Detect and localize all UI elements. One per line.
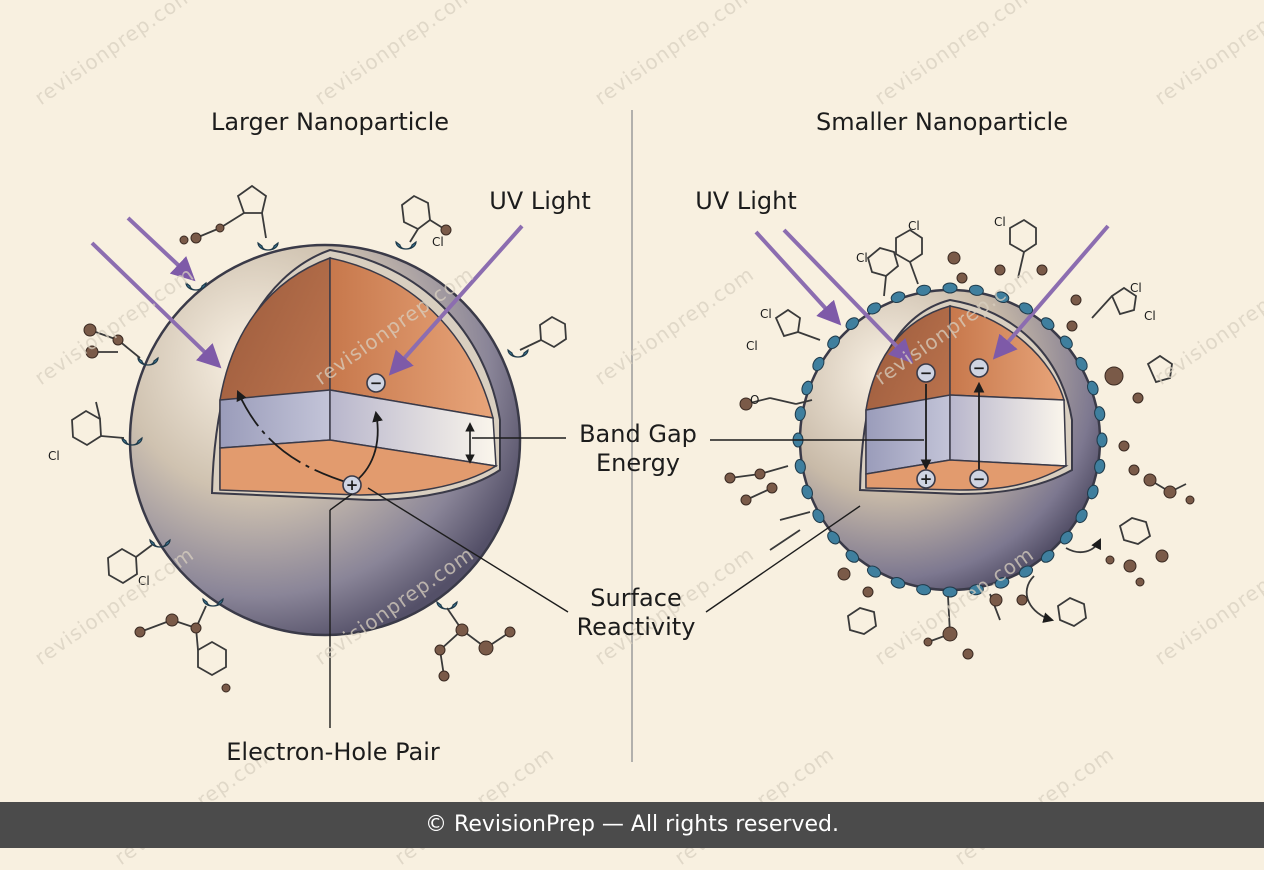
surface-line-2: Reactivity <box>576 613 696 641</box>
small-ligand-ring <box>792 282 1108 598</box>
svg-text:Cl: Cl <box>1144 309 1156 323</box>
ligand-cap <box>1059 530 1073 545</box>
ligand-cap <box>1059 335 1073 350</box>
large-electron: − <box>366 373 386 393</box>
svg-text:Cl: Cl <box>746 339 758 353</box>
ligand-cap <box>942 586 958 598</box>
ligand-cap <box>1040 549 1055 563</box>
large-uv-arrow-1 <box>126 216 196 282</box>
ligand-cap <box>801 484 813 500</box>
ligand-cap <box>942 282 958 294</box>
svg-text:−: − <box>370 374 383 392</box>
title-larger-nanoparticle: Larger Nanoparticle <box>210 108 450 136</box>
ligand-cap <box>866 302 882 315</box>
small-nanoparticle: − − + − <box>724 215 1195 660</box>
svg-text:Cl: Cl <box>994 215 1006 229</box>
large-core-bottom <box>219 439 499 496</box>
band-gap-line-1: Band Gap <box>579 420 697 448</box>
small-uv-arrow-2 <box>782 228 914 364</box>
small-band-gap-side <box>949 394 1067 467</box>
ligand-cap <box>916 284 932 296</box>
svg-text:−: − <box>920 364 933 382</box>
small-core-bottom <box>865 459 1069 491</box>
ligand-cap <box>866 565 882 578</box>
svg-text:Cl: Cl <box>138 574 150 588</box>
svg-text:Cl: Cl <box>432 235 444 249</box>
callout-lines <box>329 437 924 728</box>
label-surface-reactivity: Surface Reactivity <box>566 584 706 642</box>
surface-callout-left <box>367 487 569 613</box>
small-molecule-labels: Cl Cl Cl Cl Cl Cl Cl O <box>746 215 1156 407</box>
ligand-cap <box>968 584 984 596</box>
small-electron-2: − <box>969 358 989 378</box>
ligand-cap <box>1040 317 1055 331</box>
large-hole: + <box>342 475 362 495</box>
ligand-cap <box>916 584 932 596</box>
nanoparticle-illustration: − + <box>48 110 1195 762</box>
svg-text:O: O <box>750 393 759 407</box>
svg-text:−: − <box>973 359 986 377</box>
ligand-cap <box>1094 458 1106 474</box>
svg-text:Cl: Cl <box>856 251 868 265</box>
title-smaller-nanoparticle: Smaller Nanoparticle <box>816 108 1068 136</box>
large-uv-arrow-2 <box>90 241 222 369</box>
large-ligands <box>121 240 529 610</box>
ligand-cap <box>827 335 841 350</box>
copyright-footer: © RevisionPrep — All rights reserved. <box>0 802 1264 848</box>
surface-line-1: Surface <box>590 584 682 612</box>
ligand-cap <box>1087 380 1099 396</box>
svg-text:Cl: Cl <box>1130 281 1142 295</box>
svg-text:−: − <box>973 470 986 488</box>
ligand-cap <box>794 458 806 474</box>
svg-text:+: + <box>346 476 359 494</box>
ligand-cap <box>1018 565 1034 578</box>
small-uv-arrow-1 <box>754 230 842 326</box>
small-electron-3: − <box>969 469 989 489</box>
ligand-cap <box>1087 484 1099 500</box>
ligand-cap <box>890 577 906 589</box>
small-uv-arrow-3 <box>992 224 1110 360</box>
label-uv-light-left: UV Light <box>489 187 591 215</box>
large-exciton-path <box>236 390 353 485</box>
label-uv-light-right: UV Light <box>695 187 797 215</box>
large-molecule-labels: Cl Cl Cl <box>48 235 444 588</box>
ligand-cap <box>890 291 906 303</box>
ligand-cap <box>827 530 841 545</box>
ligand-cap <box>994 291 1010 303</box>
svg-text:Cl: Cl <box>760 307 772 321</box>
ligand-cap <box>1075 508 1088 524</box>
large-uv-arrow-3 <box>388 224 524 376</box>
large-atoms <box>83 223 516 693</box>
ligand-cap <box>845 317 860 331</box>
band-gap-line-2: Energy <box>595 449 681 477</box>
ligand-cap <box>1096 432 1108 448</box>
large-band-gap-front <box>219 389 331 449</box>
small-electron-1: − <box>916 363 936 383</box>
surface-callout-right <box>705 505 861 613</box>
ligand-cap <box>812 508 825 524</box>
ligand-cap <box>801 380 813 396</box>
label-electron-hole-pair: Electron-Hole Pair <box>226 738 440 766</box>
electron-hole-callout <box>329 493 353 511</box>
small-hole: + <box>916 469 936 489</box>
large-nanoparticle: − + <box>48 184 567 693</box>
ligand-cap <box>994 577 1010 589</box>
svg-text:Cl: Cl <box>908 219 920 233</box>
ligand-cap <box>1018 302 1034 315</box>
ligand-cap <box>1075 356 1088 372</box>
ligand-cap <box>845 549 860 563</box>
ligand-cap <box>968 284 984 296</box>
ligand-cap <box>1094 406 1106 422</box>
svg-text:Cl: Cl <box>48 449 60 463</box>
ligand-cap <box>812 356 825 372</box>
svg-text:+: + <box>920 470 933 488</box>
label-band-gap-energy: Band Gap Energy <box>566 420 710 478</box>
small-atoms <box>724 251 1195 660</box>
ligand-cap <box>794 406 806 422</box>
